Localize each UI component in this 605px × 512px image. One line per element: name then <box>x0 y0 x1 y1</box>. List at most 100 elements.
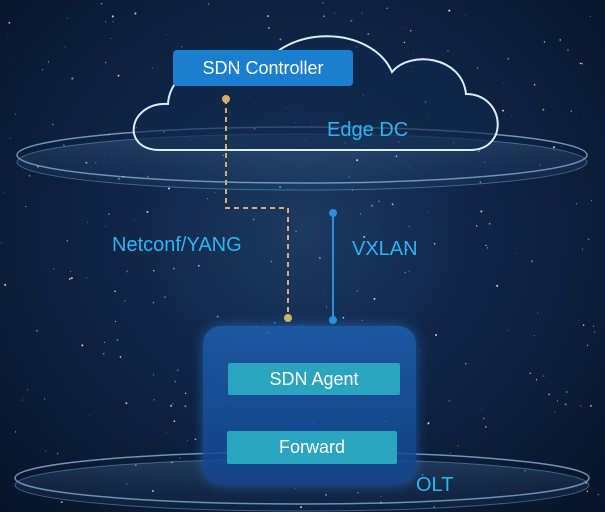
star <box>153 398 156 401</box>
star <box>114 290 116 293</box>
star <box>447 50 449 52</box>
star <box>418 434 420 435</box>
netconf-yang-link-end-dot <box>284 314 292 322</box>
star <box>356 290 359 292</box>
star <box>405 249 408 251</box>
star <box>548 393 551 396</box>
star <box>578 320 580 322</box>
star <box>535 379 538 381</box>
star <box>58 66 59 68</box>
star <box>556 400 558 402</box>
star <box>575 203 578 205</box>
star <box>130 246 132 247</box>
star <box>62 144 65 147</box>
edge-dc-label: Edge DC <box>327 119 409 141</box>
star <box>404 272 406 274</box>
star <box>181 46 183 48</box>
star <box>255 218 257 219</box>
star <box>70 277 73 280</box>
star <box>570 110 573 112</box>
star <box>590 405 592 407</box>
star <box>581 248 584 250</box>
star <box>0 242 2 244</box>
netconf-yang-link <box>222 95 292 322</box>
star <box>116 339 119 341</box>
star <box>179 457 181 459</box>
star <box>593 331 596 333</box>
star <box>559 39 561 41</box>
star <box>25 403 27 405</box>
star <box>378 200 380 202</box>
star <box>117 74 120 77</box>
star <box>124 300 126 302</box>
star <box>119 356 122 358</box>
star <box>323 15 325 17</box>
star <box>71 77 74 80</box>
star <box>531 260 533 263</box>
star <box>166 34 167 36</box>
star <box>542 108 545 111</box>
star <box>374 244 376 247</box>
star <box>410 30 412 32</box>
star <box>465 15 466 16</box>
star <box>125 402 128 405</box>
star <box>108 213 110 215</box>
star <box>8 21 11 24</box>
netconf-yang-label: Netconf/YANG <box>112 234 242 256</box>
netconf-yang-link-start-dot <box>222 95 230 103</box>
star <box>496 284 499 287</box>
star <box>403 41 406 44</box>
star <box>184 405 187 408</box>
star <box>223 239 225 241</box>
star <box>7 33 8 34</box>
star <box>28 174 31 177</box>
star <box>169 404 173 407</box>
star <box>144 42 145 44</box>
star <box>363 235 366 238</box>
star <box>511 115 513 117</box>
star <box>26 389 28 391</box>
star <box>501 109 505 112</box>
star <box>174 381 176 383</box>
star <box>488 223 491 225</box>
star <box>546 259 547 261</box>
star <box>15 113 17 116</box>
star <box>408 226 410 227</box>
star <box>326 306 327 308</box>
star <box>270 260 273 263</box>
star <box>533 334 535 337</box>
star <box>464 362 467 365</box>
star <box>457 445 459 447</box>
star <box>216 315 219 318</box>
star <box>68 277 71 281</box>
star <box>53 268 55 270</box>
star <box>47 61 49 63</box>
star <box>567 49 569 51</box>
star <box>367 32 370 36</box>
star <box>486 96 488 98</box>
star <box>350 19 353 22</box>
star <box>110 37 112 39</box>
star <box>543 41 546 43</box>
star <box>134 219 136 221</box>
star <box>580 405 582 407</box>
star <box>44 398 46 400</box>
star <box>194 438 197 441</box>
star <box>164 296 166 298</box>
star <box>391 203 394 206</box>
sdn-controller-box: SDN Controller <box>173 50 353 86</box>
star <box>146 210 149 213</box>
star <box>176 369 179 372</box>
star <box>361 319 363 322</box>
star <box>152 301 155 304</box>
star <box>15 431 17 433</box>
star <box>589 15 591 17</box>
olt-label: OLT <box>416 474 454 496</box>
star <box>50 190 51 191</box>
star <box>103 341 106 344</box>
star <box>427 211 429 213</box>
star <box>597 493 600 496</box>
star <box>60 501 63 504</box>
star <box>586 490 589 493</box>
